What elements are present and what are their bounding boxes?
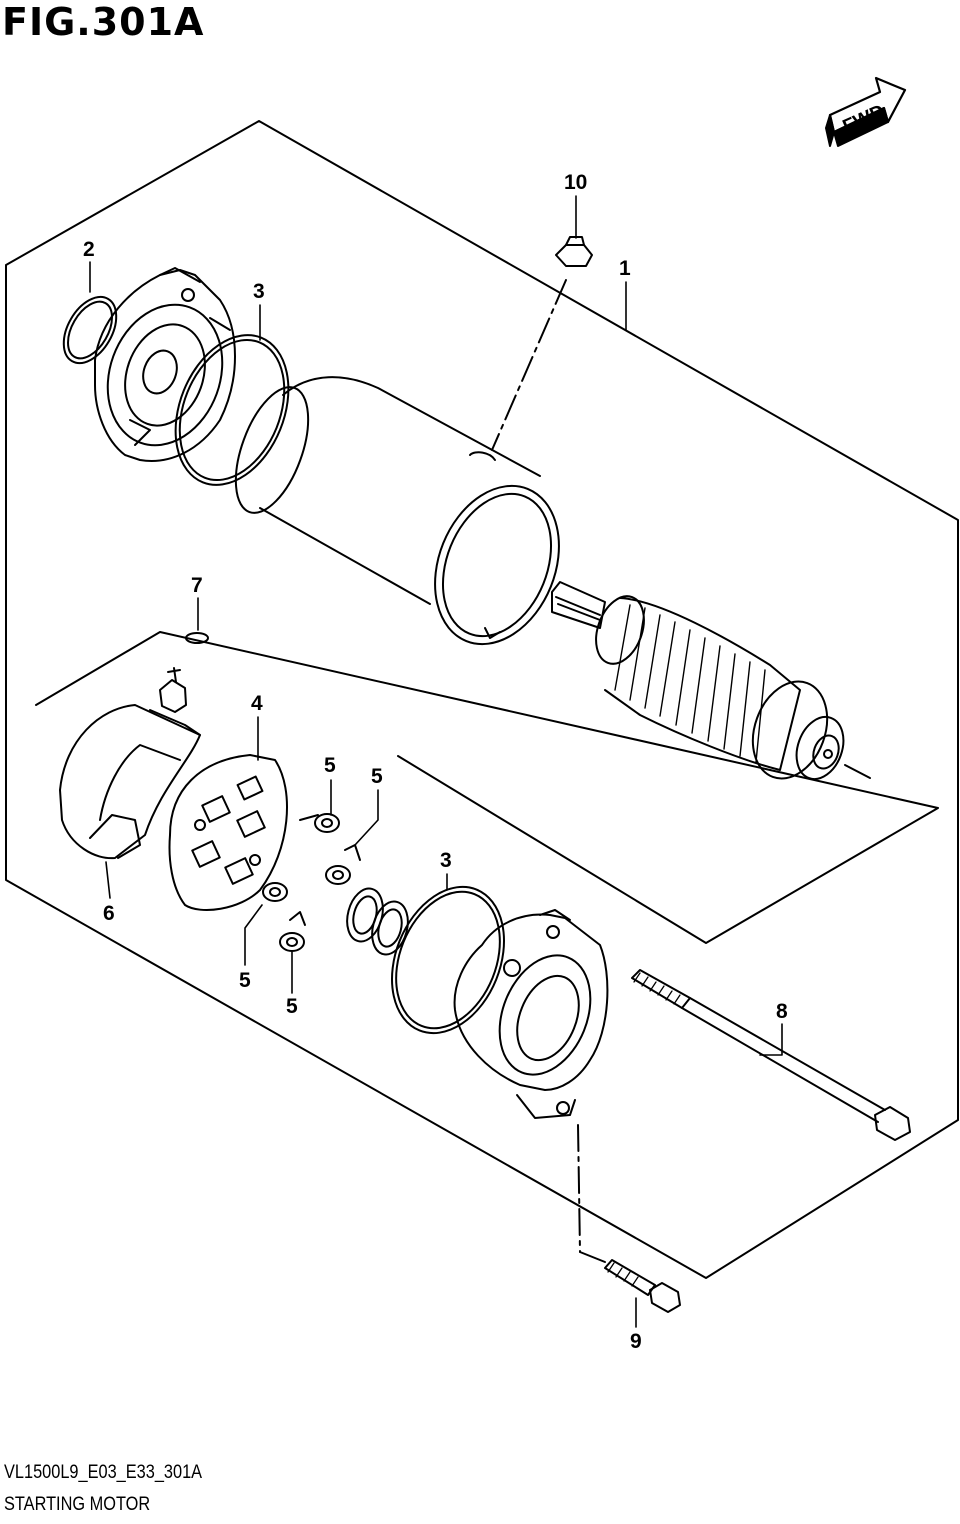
figure-code: VL1500L9_E03_E33_301A (4, 1462, 203, 1483)
figure-title: FIG.301A (2, 0, 205, 44)
fwd-arrow-icon: FWD (825, 76, 907, 147)
thrust-washers (346, 887, 409, 956)
callout-1: 1 (619, 257, 631, 280)
o-ring-3-upper (174, 334, 290, 486)
brush-spring-5c (262, 882, 288, 902)
nut-10 (555, 236, 593, 267)
leader-bolt-link (579, 1251, 606, 1263)
callout-2: 2 (83, 238, 95, 261)
o-ring-3-lower (391, 885, 505, 1035)
o-ring-2 (62, 295, 118, 365)
callout-10: 10 (564, 171, 587, 194)
assembly-boundary-outer (5, 120, 959, 1279)
assembly-boundary-inner (35, 631, 939, 944)
through-bolt-8 (631, 969, 911, 1141)
leader-bolt-dashed (577, 1124, 581, 1253)
callout-4: 4 (251, 692, 263, 715)
yoke-housing (234, 376, 560, 646)
callout-6: 6 (103, 902, 115, 925)
callout-5c: 5 (239, 969, 251, 992)
brush-spring-5b (325, 844, 361, 885)
callout-3-lower: 3 (440, 849, 452, 872)
rear-housing-cover (453, 909, 609, 1119)
callout-leaders (89, 195, 783, 1328)
callout-7: 7 (191, 574, 203, 597)
brush-holder-4 (168, 754, 288, 911)
callout-5d: 5 (286, 995, 298, 1018)
callout-5b: 5 (371, 765, 383, 788)
leader-nut-dashed (491, 279, 567, 451)
armature (551, 581, 871, 780)
figure-name: STARTING MOTOR (4, 1494, 151, 1515)
brush-spring-5d (279, 911, 306, 952)
brush-spring-5a (299, 813, 340, 833)
bolt-9 (604, 1259, 681, 1313)
washer-7 (185, 632, 209, 644)
callout-9: 9 (630, 1330, 642, 1353)
callout-5a: 5 (324, 754, 336, 777)
brush-plate-6 (59, 667, 201, 860)
callout-8: 8 (776, 1000, 788, 1023)
front-housing-cover (94, 267, 236, 462)
callout-3-upper: 3 (253, 280, 265, 303)
